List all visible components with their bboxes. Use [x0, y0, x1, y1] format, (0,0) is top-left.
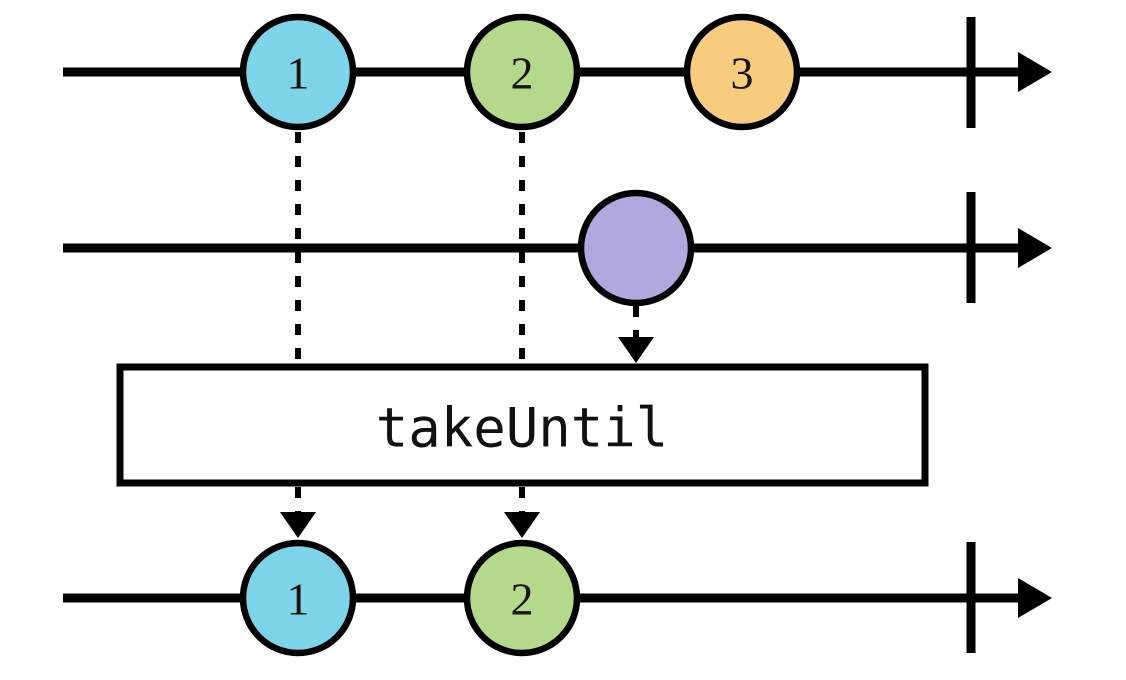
marble-output-2[interactable]: 2: [463, 539, 581, 657]
connector-notifier: [618, 306, 654, 363]
marble-output-1[interactable]: 1: [239, 539, 357, 657]
operator-box-label: takeUntil: [376, 397, 669, 460]
output-timeline-arrow-icon: [1018, 578, 1052, 618]
marble-circle[interactable]: [239, 539, 357, 657]
connector-arrow-icon: [280, 512, 316, 538]
marble-source-1[interactable]: 1: [239, 13, 357, 131]
connector-output-2: [504, 487, 540, 538]
notifier-timeline: [63, 189, 1052, 307]
marble-label: 2: [511, 48, 534, 99]
marble-circle[interactable]: [683, 13, 801, 131]
marble-circle[interactable]: [239, 13, 357, 131]
marble-circle[interactable]: [577, 189, 695, 307]
marble-circle[interactable]: [463, 13, 581, 131]
source-timeline: 1 2 3: [63, 13, 1052, 131]
marble-label: 3: [731, 48, 754, 99]
connector-arrow-icon: [504, 512, 540, 538]
marble-label: 2: [511, 574, 534, 625]
notifier-timeline-arrow-icon: [1018, 228, 1052, 268]
operator-box[interactable]: takeUntil: [116, 363, 929, 487]
connector-arrow-icon: [618, 337, 654, 363]
output-timeline: 1 2: [63, 539, 1052, 657]
marble-source-3[interactable]: 3: [683, 13, 801, 131]
marble-source-2[interactable]: 2: [463, 13, 581, 131]
source-timeline-arrow-icon: [1018, 52, 1052, 92]
marble-label: 1: [287, 48, 310, 99]
marble-notifier-1[interactable]: [577, 189, 695, 307]
connector-output-1: [280, 487, 316, 538]
marble-circle[interactable]: [463, 539, 581, 657]
marble-label: 1: [287, 574, 310, 625]
operator-box-rect[interactable]: [116, 363, 929, 487]
